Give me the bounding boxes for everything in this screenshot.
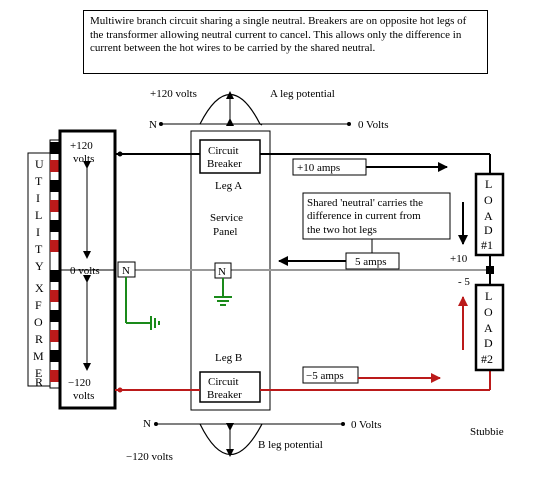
transformer-bottom-volts: volts (73, 390, 94, 402)
breaker-b-line1: Circuit (208, 376, 239, 388)
load-1-letter: A (484, 209, 493, 223)
top-waveform: +120 volts A leg potential N 0 Volts (149, 88, 388, 131)
transformer-letter: M (33, 349, 44, 363)
transformer-top-voltage: +120 (70, 140, 93, 152)
leg-a-current: +10 amps (297, 162, 340, 174)
bottom-zero-label: 0 Volts (351, 419, 381, 431)
service-label-2: Panel (213, 226, 237, 238)
load-1-box (474, 172, 505, 257)
note-line1: Shared 'neutral' carries the (307, 197, 423, 209)
transformer-middle-voltage: 0 volts (70, 265, 100, 277)
transformer-letter: R (35, 332, 43, 346)
bottom-n-letter: N (143, 418, 151, 430)
load-2-letter: D (484, 336, 493, 350)
panel-ground (214, 278, 232, 306)
leg-b-wire (115, 370, 491, 393)
service-label-1: Service (210, 212, 243, 224)
transformer-letter: U (35, 157, 44, 171)
load-1-letters: L O A D #1 (481, 177, 493, 252)
bottom-sine-negative (199, 423, 263, 455)
transformer-letter: R (35, 375, 43, 389)
load-2-letter: L (485, 289, 492, 303)
neutral-wire (135, 266, 494, 274)
transformer-letters: U T I L I T Y X F O R M E R (33, 157, 44, 389)
leg-a-label: Leg A (215, 180, 242, 192)
load-2-letter: O (484, 305, 493, 319)
credit-label: Stubbie (470, 426, 504, 438)
description-box: Multiwire branch circuit sharing a singl… (83, 10, 488, 74)
top-zero-label: 0 Volts (358, 119, 388, 131)
load-1-letter: L (485, 177, 492, 191)
transformer-bottom-voltage: −120 (68, 377, 91, 389)
circuit-breaker-a (199, 139, 261, 174)
transformer-letter: I (36, 191, 40, 205)
bottom-waveform: N 0 Volts B leg potential −120 volts (126, 418, 381, 463)
utility-transformer: U T I L I T Y X F O R M E R (27, 129, 117, 410)
transformer-letter: O (34, 315, 43, 329)
leg-b-label: Leg B (215, 352, 242, 364)
transformer-top-volts: volts (73, 153, 94, 165)
load-minus-label: - 5 (458, 276, 470, 288)
breaker-a-line2: Breaker (207, 158, 242, 170)
transformer-letter: I (36, 225, 40, 239)
transformer-letter: T (35, 242, 43, 256)
note-line3: the two hot legs (307, 224, 377, 236)
leg-b-current-box (302, 366, 359, 384)
bottom-n-dot (154, 422, 158, 426)
xformer-neutral-letter: N (122, 265, 130, 277)
bottom-leg-label: B leg potential (258, 439, 323, 451)
top-zero-dot (347, 122, 351, 126)
load-2-letter: #2 (481, 352, 493, 366)
top-sine-negative (259, 123, 263, 126)
panel-neutral-letter: N (218, 266, 226, 278)
load-plus-label: +10 (450, 253, 468, 265)
transformer-letter: Y (35, 259, 44, 273)
neutral-note-box (302, 192, 451, 240)
top-leg-label: A leg potential (270, 88, 335, 100)
neutral-current: 5 amps (355, 256, 386, 268)
circuit-breaker-b (199, 371, 261, 403)
load-1-letter: #1 (481, 238, 493, 252)
transformer-letter: T (35, 174, 43, 188)
breaker-b-line2: Breaker (207, 389, 242, 401)
load-1-letter: D (484, 223, 493, 237)
transformer-winding (49, 139, 61, 389)
top-plus-label: +120 volts (150, 88, 197, 100)
top-n-letter: N (149, 119, 157, 131)
transformer-letter: F (35, 298, 42, 312)
load-2-letter: A (484, 321, 493, 335)
transformer-ground (125, 277, 160, 330)
top-n-dot (159, 122, 163, 126)
transformer-letter: X (35, 281, 44, 295)
leg-b-current: −5 amps (306, 370, 344, 382)
transformer-letter: E (35, 366, 42, 380)
transformer-letter: L (35, 208, 42, 222)
note-line2: difference in current from (307, 210, 421, 222)
breaker-a-line1: Circuit (208, 145, 239, 157)
load-2-letters: L O A D #2 (481, 289, 493, 366)
load-1-letter: O (484, 193, 493, 207)
bottom-minus-label: −120 volts (126, 451, 173, 463)
leg-a-wire (115, 151, 491, 174)
bottom-zero-dot (341, 422, 345, 426)
